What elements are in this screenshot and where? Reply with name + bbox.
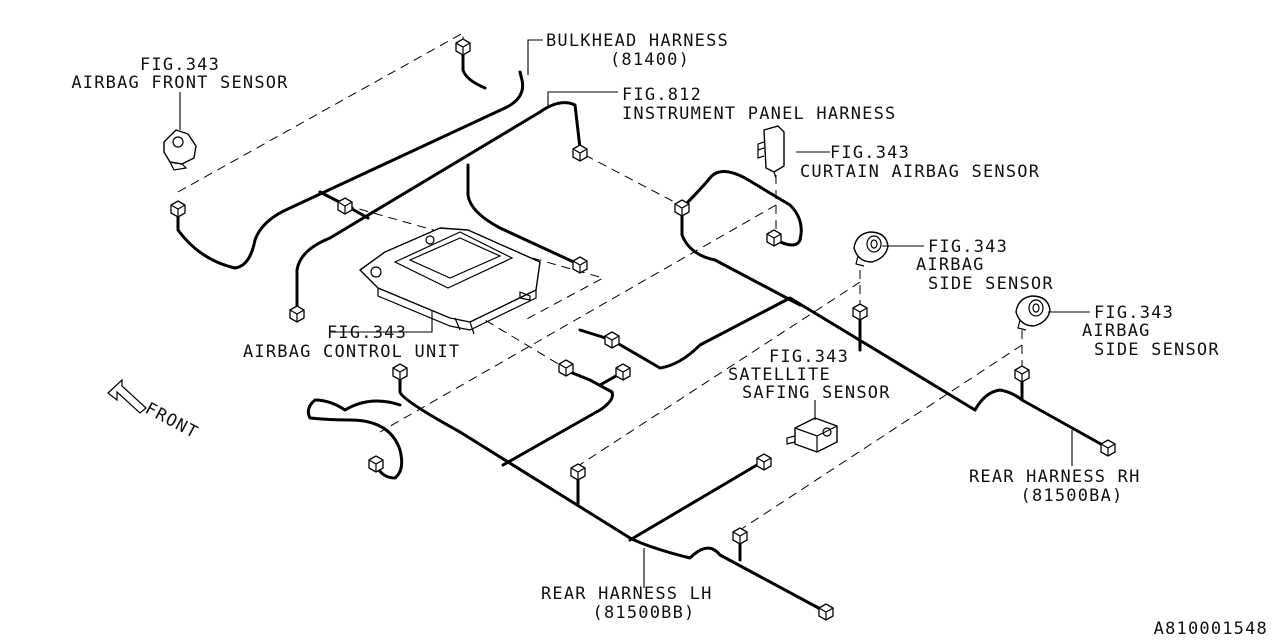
ip-harness-name: INSTRUMENT PANEL HARNESS [622,104,896,124]
satellite-safing-sensor-icon [786,417,838,453]
rear-harness-lh-code: (81500BB) [593,603,696,623]
acu-fig: FIG.343 [327,323,407,343]
side-sensor-2-fig: FIG.343 [1094,303,1174,323]
front-sensor-name: AIRBAG FRONT SENSOR [71,73,288,93]
connector [392,363,408,381]
instrument-panel-harness-wire [295,101,582,312]
connector [674,199,690,217]
connector [818,603,834,621]
airbag-side-sensor-icon [853,231,889,267]
side-sensor-1-name-1: AIRBAG [916,255,985,275]
satellite-name-1: SATELLITE [728,365,831,385]
leader-lines [179,39,1090,588]
connector [337,197,353,215]
connector [558,359,574,377]
connector [756,453,772,471]
side-sensor-2-name-1: AIRBAG [1082,321,1151,341]
connector [766,229,782,247]
bulkhead-harness-code: (81400) [610,50,690,70]
airbag-side-sensor-icon [1015,295,1051,331]
side-sensor-1-name-2: SIDE SENSOR [928,274,1054,294]
front-sensor-fig: FIG.343 [140,55,220,75]
connector [455,38,471,56]
curtain-sensor-name: CURTAIN AIRBAG SENSOR [800,162,1040,182]
connector [1100,439,1116,457]
satellite-fig: FIG.343 [769,347,849,367]
curtain-sensor-fig: FIG.343 [830,143,910,163]
connectors [170,38,1116,621]
curtain-airbag-sensor-icon [757,125,785,179]
connector [170,200,186,218]
bulkhead-harness-wire [176,46,525,270]
acu-name: AIRBAG CONTROL UNIT [243,342,460,362]
connector [732,527,748,545]
connector [604,331,620,349]
ip-harness-fig: FIG.812 [622,85,702,105]
side-sensor-2-name-2: SIDE SENSOR [1094,340,1220,360]
connector [572,144,588,162]
connector [289,305,305,323]
rear-harness-lh-wire [398,370,828,614]
airbag-control-unit-icon [359,227,541,335]
rear-harness-lh-name: REAR HARNESS LH [541,584,713,604]
connector [570,463,586,481]
front-arrow-label: FRONT [142,399,202,444]
rear-harness-rh-name: REAR HARNESS RH [969,467,1141,487]
connector [368,455,384,473]
bulkhead-harness-title: BULKHEAD HARNESS [546,31,729,51]
satellite-name-2: SAFING SENSOR [742,383,891,403]
connector [852,303,868,321]
front-arrow-icon [107,378,147,414]
connector [1014,365,1030,383]
airbag-front-sensor-icon [163,129,197,171]
diagram-id: A810001548 [1154,619,1268,639]
rear-harness-rh-code: (81500BA) [1021,486,1124,506]
harness-wires [176,46,1110,614]
connector [572,256,588,274]
labels: FIG.343 AIRBAG FRONT SENSOR BULKHEAD HAR… [71,31,1268,639]
side-sensor-1-fig: FIG.343 [928,237,1008,257]
connector [615,363,631,381]
